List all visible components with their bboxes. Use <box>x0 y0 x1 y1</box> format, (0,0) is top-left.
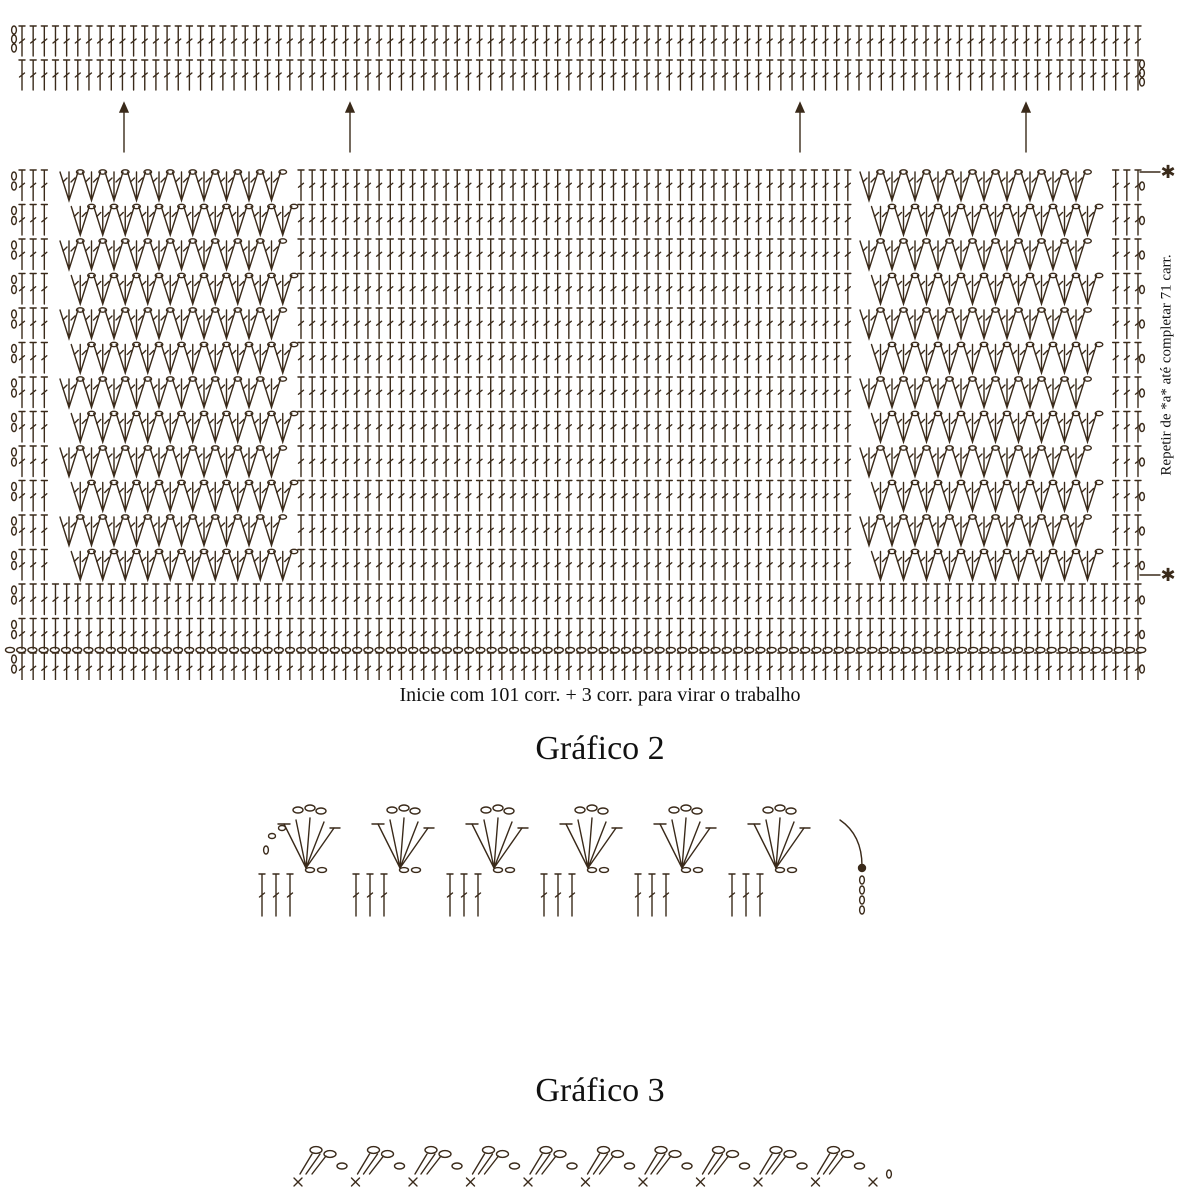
main-stitch-body <box>4 169 1147 680</box>
repeat-marker-icon: ✱ <box>1160 565 1175 585</box>
start-caption: Inicie com 101 corr. + 3 corr. para vira… <box>399 684 801 706</box>
repeat-note-text: Repetir de *a* até completar 71 carr. <box>1158 254 1175 476</box>
chart-3-diagram <box>293 1145 893 1187</box>
top-stitch-rows <box>10 25 1146 91</box>
chart-2-stitches <box>258 804 867 917</box>
repeat-note: Repetir de *a* até completar 71 carr. <box>1155 195 1179 535</box>
chart-3-stitches <box>293 1145 893 1187</box>
lace-panels <box>59 169 1104 583</box>
chart-1-diagram: ✱✱ <box>4 25 1176 680</box>
repeat-markers: ✱✱ <box>1139 162 1176 585</box>
direction-arrows <box>118 101 1032 153</box>
chart-2-title: Gráfico 2 <box>535 730 665 767</box>
repeat-marker-icon: ✱ <box>1160 162 1175 182</box>
chart-2-diagram <box>258 804 867 917</box>
chart-3-title: Gráfico 3 <box>535 1072 665 1109</box>
